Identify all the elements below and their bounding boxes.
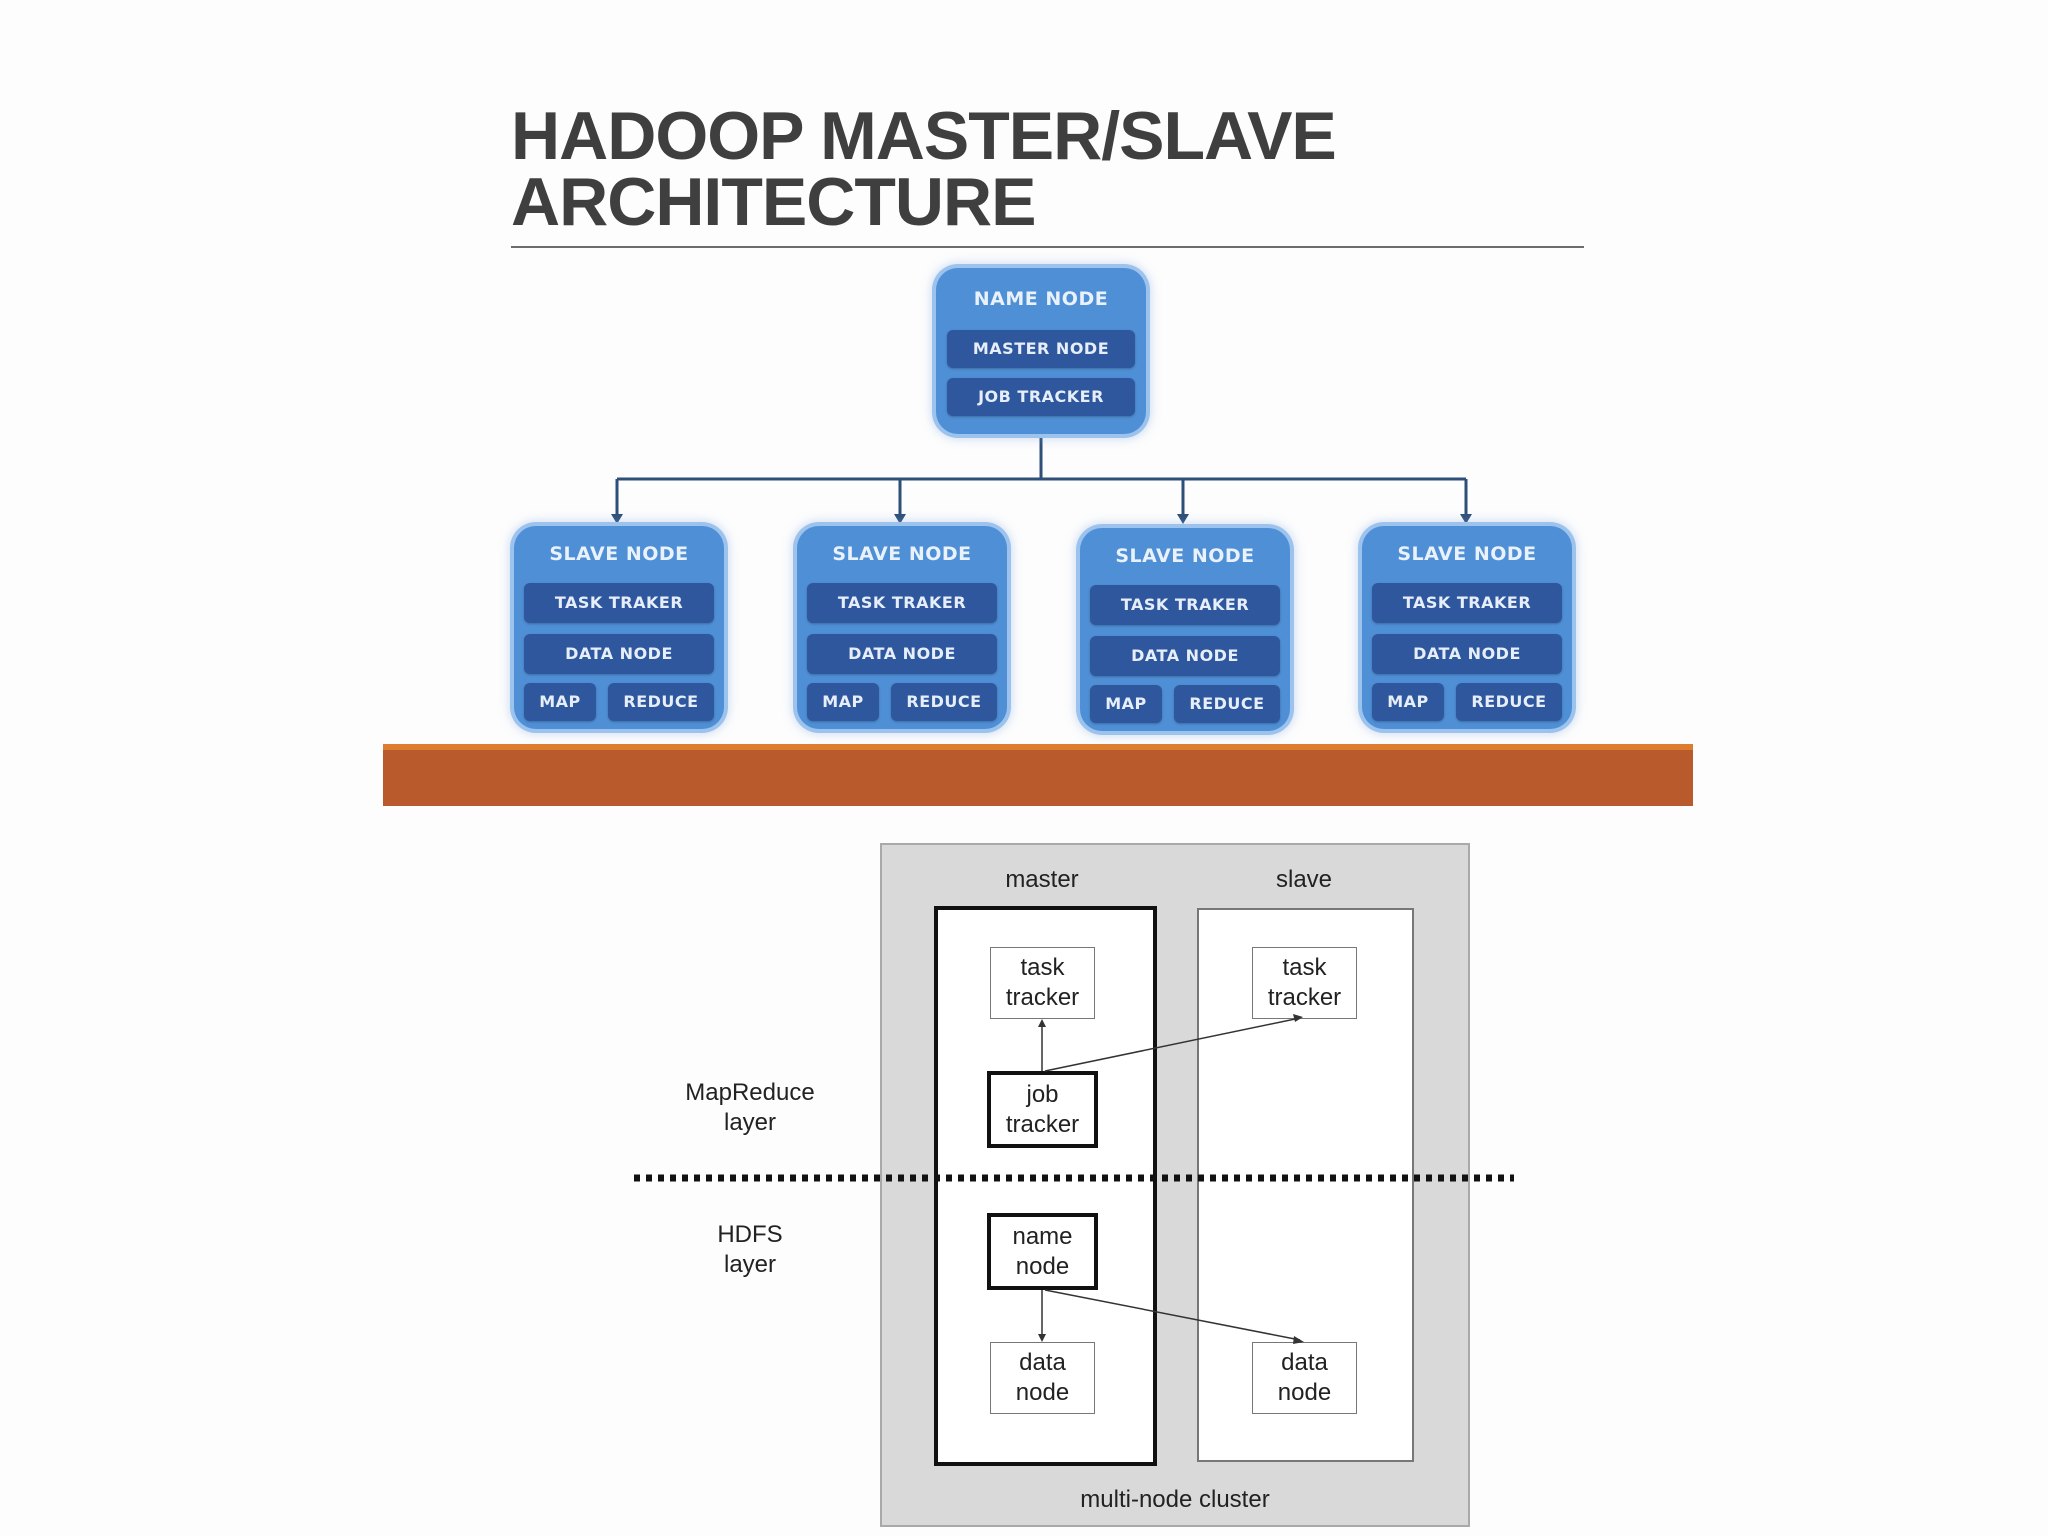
master-task-tracker-box: task tracker — [990, 947, 1095, 1019]
name-node-title: NAME NODE — [973, 288, 1109, 310]
box-line-2: node — [1015, 1379, 1070, 1406]
master-node-label: MASTER NODE — [947, 330, 1135, 368]
task-tracker-label: TASK TRAKER — [524, 583, 714, 623]
slave-node-2: SLAVE NODE TASK TRAKER DATA NODE MAP RED… — [797, 526, 1007, 729]
name-node-box: NAME NODE MASTER NODE JOB TRACKER — [936, 268, 1146, 434]
box-line-2: tracker — [1005, 984, 1080, 1011]
box-line-1: job — [1026, 1080, 1059, 1108]
slave-node-title: SLAVE NODE — [549, 543, 689, 565]
slave-node-1: SLAVE NODE TASK TRAKER DATA NODE MAP RED… — [514, 526, 724, 729]
box-line-1: task — [1020, 954, 1065, 981]
slave-node-title: SLAVE NODE — [1397, 543, 1537, 565]
data-node-label: DATA NODE — [1372, 634, 1562, 674]
data-node-label: DATA NODE — [807, 634, 997, 674]
slave-task-tracker-box: task tracker — [1252, 947, 1357, 1019]
layer-separator — [634, 1174, 1514, 1182]
box-line-2: node — [1015, 1252, 1070, 1280]
reduce-label: REDUCE — [1456, 683, 1562, 721]
title-divider — [511, 246, 1584, 248]
task-tracker-label: TASK TRAKER — [1372, 583, 1562, 623]
master-heading: master — [1005, 866, 1079, 893]
slave-node-title: SLAVE NODE — [832, 543, 972, 565]
hdfs-layer-line-1: HDFS — [717, 1221, 783, 1248]
box-line-1: task — [1282, 954, 1327, 981]
hdfs-layer-line-2: layer — [723, 1251, 777, 1278]
task-tracker-label: TASK TRAKER — [1090, 585, 1280, 625]
box-line-2: node — [1277, 1379, 1332, 1406]
job-tracker-label: JOB TRACKER — [947, 378, 1135, 416]
slave-data-node-box: data node — [1252, 1342, 1357, 1414]
map-label: MAP — [1372, 683, 1444, 721]
slave-node-4: SLAVE NODE TASK TRAKER DATA NODE MAP RED… — [1362, 526, 1572, 729]
mapreduce-layer-line-2: layer — [723, 1109, 777, 1136]
mapreduce-layer-line-1: MapReduce — [685, 1079, 815, 1106]
title-line-2: ARCHITECTURE — [511, 164, 1036, 240]
slave-heading: slave — [1275, 866, 1333, 893]
box-line-2: tracker — [1005, 1110, 1080, 1138]
box-line-1: name — [1012, 1222, 1073, 1250]
slave-node-title: SLAVE NODE — [1115, 545, 1255, 567]
map-label: MAP — [1090, 685, 1162, 723]
reduce-label: REDUCE — [891, 683, 997, 721]
data-node-label: DATA NODE — [524, 634, 714, 674]
section-band — [383, 744, 1693, 806]
reduce-label: REDUCE — [608, 683, 714, 721]
master-data-node-box: data node — [990, 1342, 1095, 1414]
map-label: MAP — [807, 683, 879, 721]
tree-connectors — [611, 436, 1472, 524]
job-tracker-box: job tracker — [987, 1071, 1098, 1148]
task-tracker-label: TASK TRAKER — [807, 583, 997, 623]
box-line-1: data — [1281, 1349, 1328, 1376]
slave-node-3: SLAVE NODE TASK TRAKER DATA NODE MAP RED… — [1080, 528, 1290, 731]
hdfs-layer-label: HDFS layer — [650, 1220, 850, 1280]
data-node-label: DATA NODE — [1090, 636, 1280, 676]
reduce-label: REDUCE — [1174, 685, 1280, 723]
cluster-caption: multi-node cluster — [1080, 1486, 1270, 1513]
box-line-2: tracker — [1267, 984, 1342, 1011]
name-node-box-bottom: name node — [987, 1213, 1098, 1290]
box-line-1: data — [1019, 1349, 1066, 1376]
map-label: MAP — [524, 683, 596, 721]
title-line-1: HADOOP MASTER/SLAVE — [511, 98, 1337, 174]
mapreduce-layer-label: MapReduce layer — [650, 1078, 850, 1138]
page-title: HADOOP MASTER/SLAVE ARCHITECTURE — [511, 98, 1611, 240]
